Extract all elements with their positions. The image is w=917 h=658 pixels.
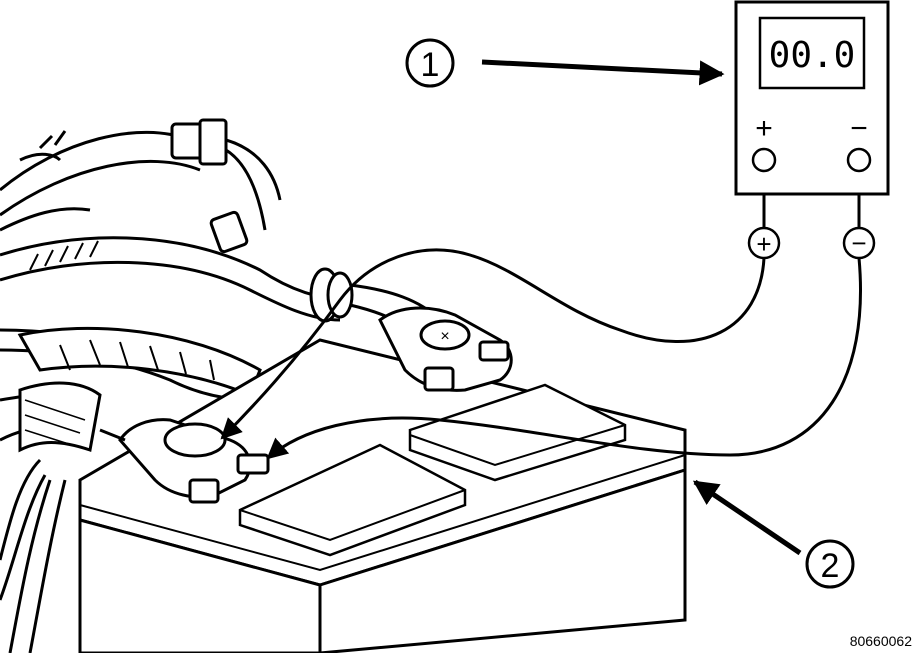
svg-text:×: ×: [440, 328, 449, 345]
callout-2-arrow: [692, 479, 802, 556]
callout-2-circle: [805, 539, 855, 589]
meter-minus-label: −: [850, 112, 868, 145]
negative-terminal-clamp: [99, 418, 270, 504]
callout-1-circle: [405, 38, 455, 88]
figure-id: 80660062: [850, 633, 913, 649]
meter-display: [758, 16, 866, 90]
callout-2: 2: [692, 479, 855, 589]
test-leads: [220, 194, 862, 460]
lead-symbols: + −: [747, 226, 876, 260]
wiring-harness: [0, 118, 442, 654]
multimeter: 00.0 + −: [734, 0, 890, 196]
meter-positive-jack: [751, 147, 777, 173]
negative-lead-label: −: [851, 228, 866, 258]
callout-2-number: 2: [821, 547, 840, 585]
cable-loom: [17, 326, 262, 453]
negative-lead-probe: [842, 226, 876, 260]
callout-1-number: 1: [421, 46, 440, 84]
callout-1-arrow: [481, 59, 725, 86]
positive-terminal-clamp: ×: [378, 306, 513, 392]
positive-lead-probe: [747, 226, 781, 260]
meter-reading: 00.0: [769, 35, 856, 76]
positive-lead-label: +: [756, 229, 771, 259]
meter-plus-label: +: [755, 112, 773, 145]
battery: [78, 338, 687, 655]
callout-1: 1: [405, 38, 725, 88]
meter-negative-jack: [846, 147, 872, 173]
